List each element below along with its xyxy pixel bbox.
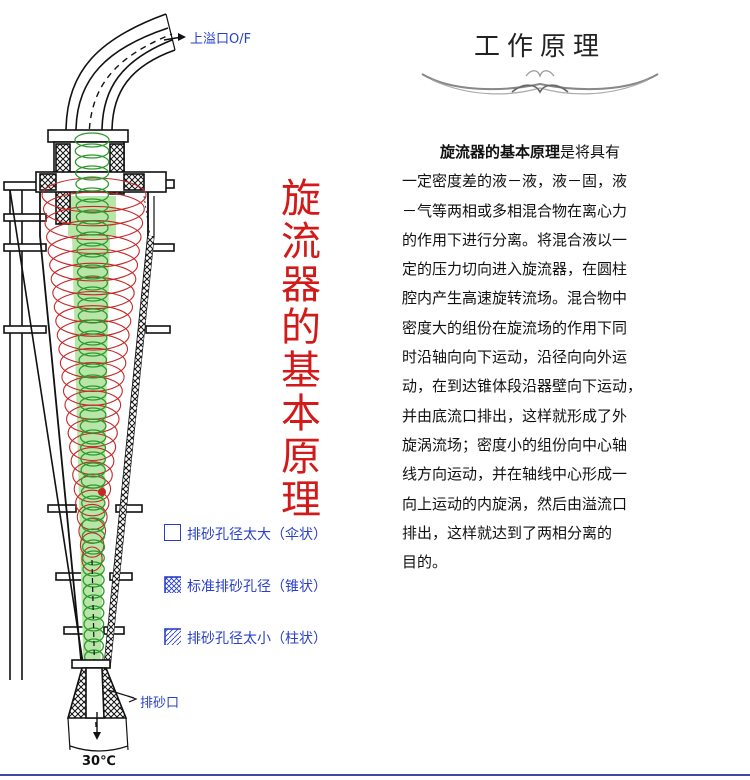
inner-vortex-loop [75, 176, 110, 192]
inner-vortex-loop [76, 264, 109, 280]
text-line: 腔内产生高速旋转流场。混合物中 [402, 289, 628, 308]
inner-vortex-loop [82, 572, 105, 588]
vertical-title-char: 本 [281, 391, 321, 437]
vertical-title: 旋 流 器 的 基 本 原 理 [276, 178, 326, 522]
inner-vortex-loop [79, 429, 107, 445]
inner-vortex-loop [77, 319, 108, 335]
inner-vortex-loop [77, 297, 108, 313]
text-line: 一定密度差的液－液，液－固，液 [402, 172, 628, 191]
bottom-border [0, 774, 750, 776]
inner-vortex-loop [80, 473, 106, 489]
text-line: －气等两相或多相混合物在离心力 [402, 201, 628, 220]
outer-vortex-loop [44, 205, 144, 241]
vertical-title-char: 流 [281, 219, 321, 265]
inner-vortex-loop [80, 451, 107, 467]
inner-vortex-loop [77, 330, 108, 346]
legend-diagonal-icon [164, 628, 181, 645]
inner-vortex-loop [74, 165, 110, 181]
vertical-title-char: 旋 [281, 176, 321, 222]
inner-vortex-loop [77, 286, 108, 302]
outer-vortex-loop [55, 305, 132, 337]
text-line: 旋涡流场；密度小的组份向中心轴 [402, 435, 628, 454]
section-header: 工作原理 [412, 22, 668, 102]
inner-vortex-loop [78, 363, 108, 379]
vertical-title-char: 理 [281, 477, 321, 523]
inner-vortex-loop [81, 506, 106, 522]
inner-vortex-loop [75, 198, 109, 214]
inner-vortex-loop [80, 462, 106, 478]
text-line: 旋流器的基本原理是将具有 [440, 143, 621, 161]
outer-vortex-loop [41, 177, 147, 213]
inner-vortex-loop [79, 396, 107, 412]
text-line: 线方向运动，并在轴线中心形成一 [402, 465, 628, 484]
text-line: 的作用下进行分离。将混合液以一 [402, 230, 628, 249]
text-line: 动，在到达锥体段沿器壁向下运动， [402, 377, 643, 396]
inner-vortex-loop [79, 407, 107, 423]
inner-vortex-loop [74, 132, 110, 148]
ornament-swirl [421, 70, 659, 95]
text-line: 并由底流口排出，这样就形成了外 [402, 406, 628, 425]
vertical-title-char: 基 [281, 348, 321, 394]
text-line: 时沿轴向向下运动，沿径向向外运 [402, 348, 628, 367]
inner-vortex-loop [82, 561, 105, 577]
vortex-finder [35, 129, 167, 225]
page-title: 工作原理 [473, 32, 606, 62]
inner-vortex-loop [78, 385, 107, 401]
bold-lead: 旋流器的基本原理 [440, 143, 561, 161]
inner-vortex-loop [76, 253, 109, 269]
vertical-title-char: 的 [281, 305, 321, 351]
outer-vortex-loop [75, 489, 110, 517]
inner-vortex-loop [80, 440, 107, 456]
inner-vortex-loop [78, 374, 107, 390]
inner-vortex-spiral [74, 132, 110, 687]
apex-nozzle [66, 659, 128, 719]
inner-vortex-loop [75, 187, 110, 203]
vertical-title-char: 原 [281, 434, 321, 480]
inner-vortex-loop [78, 352, 108, 368]
overflow-pipe [65, 13, 176, 141]
inner-vortex-loop [77, 308, 108, 324]
legend-crosshatch-icon [164, 576, 181, 593]
axis-line [91, 559, 97, 731]
text-line: 定的压力切向进入旋流器，在圆柱 [402, 260, 628, 279]
text-line: 排出，这样就达到了两相分离的 [402, 523, 613, 542]
inner-vortex-loop [76, 275, 109, 291]
text-line: 密度大的组份在旋流场的作用下同 [402, 318, 628, 337]
particle-dot [98, 488, 106, 496]
cone-angle-label: 30℃ [82, 754, 116, 769]
inner-vortex-loop [74, 143, 110, 159]
outer-vortex-loop [49, 248, 139, 282]
legend-empty-box-icon [164, 524, 181, 541]
inner-vortex-loop [79, 418, 107, 434]
description-paragraph: 旋流器的基本原理是将具有 一定密度差的液－液，液－固，液 －气等两相或多相混合物… [402, 138, 672, 577]
outer-vortex-loop [73, 475, 112, 503]
inner-vortex-loop [82, 550, 105, 566]
inner-vortex-loop [83, 605, 105, 621]
outer-vortex-loop [42, 191, 145, 227]
underflow-label: 排砂口 [140, 696, 180, 711]
inner-vortex-loop [81, 495, 106, 511]
support-frame [3, 181, 87, 680]
inner-vortex-loop [81, 528, 106, 544]
inner-vortex-loop [74, 154, 110, 170]
inner-vortex-loop [81, 539, 106, 555]
inner-vortex-loop [81, 517, 106, 533]
outer-vortex-loop [61, 361, 125, 393]
inner-vortex-loop [76, 242, 109, 258]
vertical-title-char: 器 [281, 262, 321, 308]
inner-vortex-loop [78, 341, 108, 357]
text-line: 向上运动的内旋涡，然后由溢流口 [402, 494, 628, 513]
text-line: 目的。 [402, 553, 448, 572]
overflow-label: 上溢口O/F [190, 32, 252, 47]
inner-vortex-loop [76, 231, 109, 247]
inner-vortex-loop [82, 583, 105, 599]
outer-vortex-loop [50, 262, 137, 296]
inner-vortex-loop [75, 220, 109, 236]
inner-vortex-loop [75, 209, 109, 225]
